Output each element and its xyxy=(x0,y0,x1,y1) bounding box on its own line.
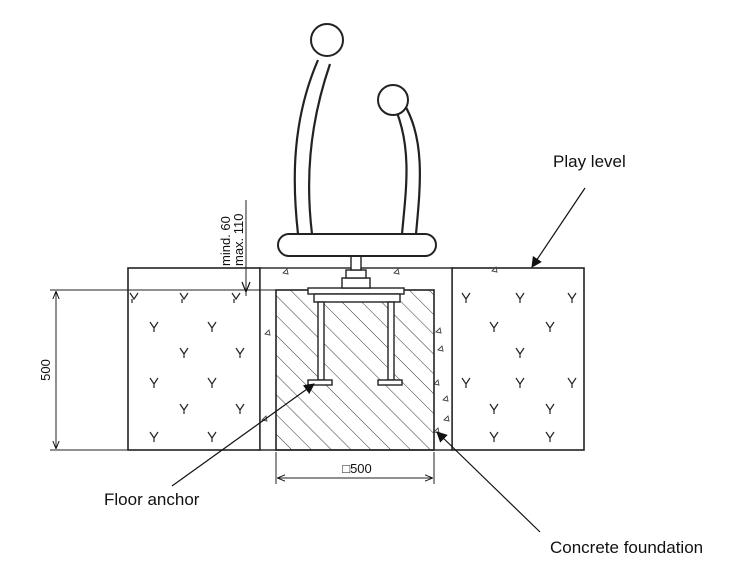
concrete-foundation-label: Concrete foundation xyxy=(550,538,703,557)
spring-equipment xyxy=(277,23,437,257)
handle-knob-right xyxy=(377,84,409,116)
ground-right xyxy=(451,267,585,451)
floor-anchor-label: Floor anchor xyxy=(104,490,200,509)
ground-left xyxy=(127,267,261,451)
depth-dimension: 500 xyxy=(38,289,276,451)
min-depth-label: mind. 60 xyxy=(218,216,233,266)
install-depth-dimension: mind. 60 max. 110 xyxy=(208,200,258,296)
depth-dimension-label: 500 xyxy=(38,359,53,381)
soil-symbol-right xyxy=(461,292,577,442)
floor-anchor xyxy=(307,249,405,386)
concrete-foundation-block xyxy=(275,289,435,451)
play-level-callout: Play level xyxy=(531,152,626,268)
handle-knob-left xyxy=(310,23,344,57)
width-dimension: □500 xyxy=(275,452,435,484)
soil-symbols xyxy=(129,292,577,442)
play-level-label: Play level xyxy=(553,152,626,171)
width-dimension-label: □500 xyxy=(342,461,372,476)
soil-symbol-left xyxy=(129,292,245,442)
concrete-foundation-callout: Concrete foundation xyxy=(436,431,703,557)
floor-anchor-callout: Floor anchor xyxy=(104,383,315,509)
max-depth-label: max. 110 xyxy=(231,213,246,266)
